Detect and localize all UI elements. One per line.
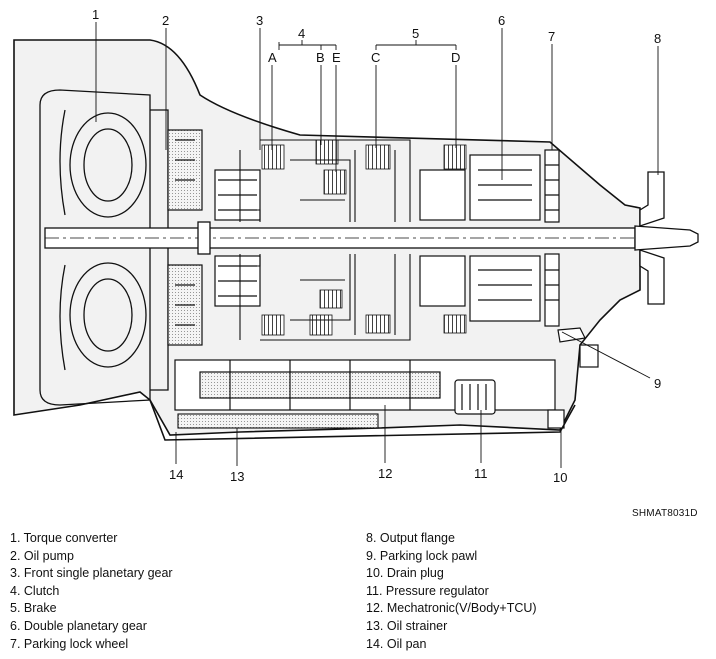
sub-label-d: D	[451, 50, 460, 65]
legend-item: 7. Parking lock wheel	[10, 636, 129, 651]
legend-item: 2. Oil pump	[10, 548, 74, 563]
sub-label-e: E	[332, 50, 341, 65]
legend-item: 8. Output flange	[366, 531, 455, 545]
callout-10: 10	[553, 470, 567, 485]
clutch-packs	[261, 139, 347, 336]
legend-item: 12. Mechatronic(V/Body+TCU)	[366, 601, 537, 616]
pressure-regulator	[454, 379, 496, 415]
clutch-drums	[225, 139, 411, 341]
callout-11: 11	[474, 466, 488, 481]
callout-14: 14	[169, 467, 183, 482]
callout-13: 13	[230, 469, 244, 484]
legend-item: 6. Double planetary gear	[10, 618, 147, 633]
callout-8: 8	[654, 31, 661, 46]
front-single-planetary-gear	[214, 169, 261, 307]
callout-5: 5	[412, 26, 419, 41]
sub-label-b: B	[316, 50, 325, 65]
legend-item: 11. Pressure regulator	[366, 583, 489, 598]
legend-item: 10. Drain plug	[366, 566, 444, 581]
legend-item: 4. Clutch	[10, 583, 60, 598]
parking-lock-pawl	[557, 327, 599, 368]
main-shaft	[44, 221, 699, 255]
callout-12: 12	[378, 466, 392, 481]
legend-right-column: 8. Output flange 9. Parking lock pawl 10…	[366, 530, 537, 653]
legend-item: 14. Oil pan	[366, 636, 427, 651]
legend-item: 5. Brake	[10, 601, 57, 616]
callout-7: 7	[548, 29, 555, 44]
callout-4: 4	[298, 26, 305, 41]
sub-label-c: C	[371, 50, 380, 65]
oil-pump	[167, 129, 203, 346]
sub-label-a: A	[268, 50, 277, 65]
oil-strainer	[177, 413, 379, 429]
brake-packs	[365, 144, 467, 334]
legend-item: 1. Torque converter	[10, 531, 118, 545]
callout-2: 2	[162, 13, 169, 28]
transmission-cross-section-diagram: 1 2 3 4 5 6 7 8 A B E C D 9 10 11 12 13 …	[13, 7, 699, 485]
callout-3: 3	[256, 13, 263, 28]
callout-9: 9	[654, 376, 661, 391]
mechatronic-valve-body	[174, 359, 556, 411]
legend-item: 3. Front single planetary gear	[10, 566, 173, 581]
legend-item: 13. Oil strainer	[366, 618, 448, 633]
callout-labels: 1 2 3 4 5 6 7 8 A B E C D 9 10 11 12 13 …	[92, 7, 661, 485]
callout-leader-lines	[95, 22, 659, 468]
double-planetary-gear	[419, 154, 541, 322]
parking-lock-wheel	[544, 149, 560, 327]
drain-plug	[547, 409, 565, 429]
oil-pan	[149, 399, 576, 441]
output-flange	[639, 171, 665, 305]
callout-1: 1	[92, 7, 99, 22]
callout-6: 6	[498, 13, 505, 28]
legend-left-column: 1. Torque converter 2. Oil pump 3. Front…	[10, 530, 173, 653]
torque-converter	[39, 89, 169, 406]
legend-item: 9. Parking lock pawl	[366, 548, 478, 563]
figure-code: SHMAT8031D	[632, 508, 698, 519]
